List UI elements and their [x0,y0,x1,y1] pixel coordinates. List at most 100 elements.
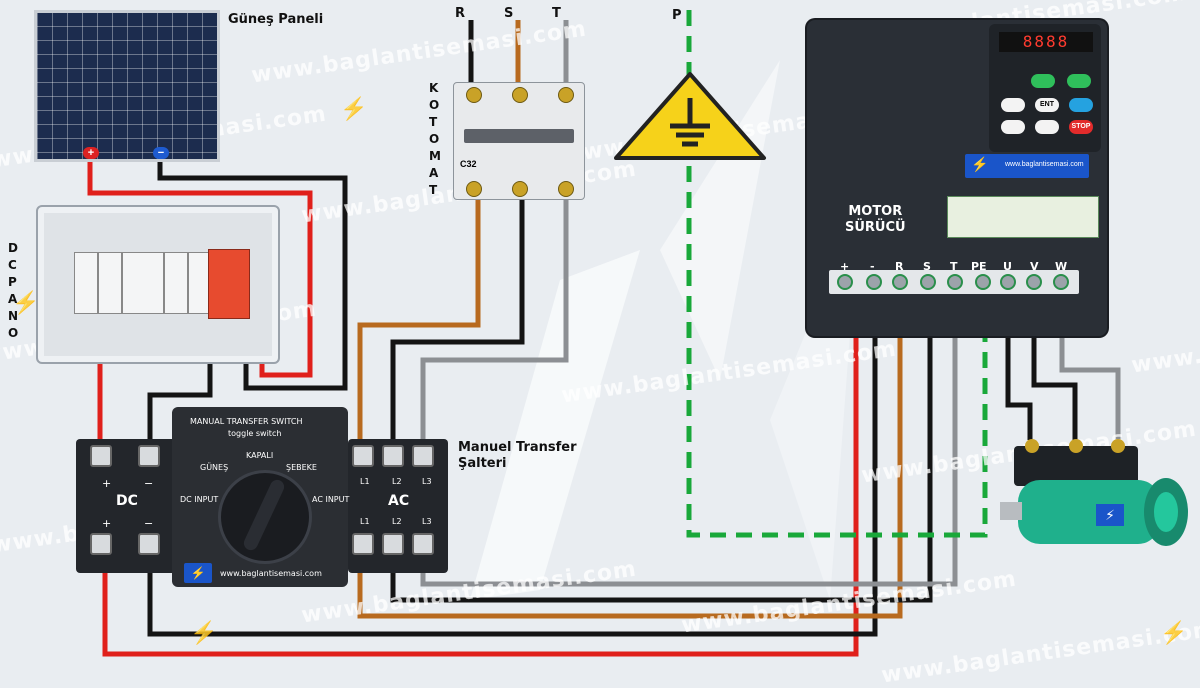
ac-input-label: AC INPUT [312,495,350,504]
motor-driver: 8888 ENT STOP ⚡ www.baglantisemasi.com M… [807,20,1107,336]
wire-ac-l1-out [357,290,903,619]
dc-fuse [74,252,98,314]
surge-protector [208,249,250,319]
wire-ac-l1-in [357,196,481,452]
terminal-screw [90,445,112,467]
terminal-screw [975,274,991,290]
motor-driver-label-line1: MOTOR [848,204,903,219]
dc-distribution-box [36,205,280,364]
breaker-screw [558,181,574,197]
bolt-icon: ⚡ [971,156,989,172]
bolt-icon: ⚡ [1160,620,1188,645]
background-shape [470,250,640,600]
transfer-switch-label: Manuel Transfer Şalteri [458,440,577,472]
ac-in-l1: L1 [360,477,370,486]
mode-button[interactable] [1069,98,1093,112]
otomat-label: K OTOMAT [429,81,441,197]
wire-motor-u [1005,290,1033,440]
up-button[interactable] [1001,98,1025,112]
terminal-screw [1053,274,1069,290]
terminal-label-r: R [895,260,904,273]
terminal-screw [920,274,936,290]
terminal-screw [947,274,963,290]
wire-ac-l2-out [390,290,933,603]
wire-solar-positive [87,158,313,378]
terminal-label-minus: - [870,260,875,273]
driver-badge-url: www.baglantisemasi.com [1005,161,1084,168]
driver-display: 8888 [999,32,1093,52]
ac-in-l3: L3 [422,477,432,486]
solar-panel: + − [34,10,220,162]
dc-fuse [164,252,188,314]
down-button[interactable] [1001,120,1025,134]
terminal-label-v: V [1030,260,1039,273]
dc-in-minus: − [144,477,154,490]
bolt-icon: ⚡ [340,96,368,121]
terminal-screw [90,533,112,555]
wire-dc-negative-out [147,290,878,637]
ac-out-l3: L3 [422,517,432,526]
dc-out-minus: − [144,517,154,530]
wire-earth [686,10,988,538]
breaker-screw [512,181,528,197]
terminal-label-plus: + [840,260,850,273]
ac-in-l2: L2 [392,477,402,486]
phase-s-label: S [504,6,514,21]
terminal-screw [352,533,374,555]
transfer-switch-label-line1: Manuel Transfer [458,440,577,455]
dc-breaker [122,252,164,314]
mts-title: MANUAL TRANSFER SWITCH [190,417,303,426]
position-sebeke: ŞEBEKE [286,463,317,472]
ac-out-l2: L2 [392,517,402,526]
terminal-screw [837,274,853,290]
svg-text:⚡: ⚡ [1105,508,1115,524]
ac-label: AC [388,493,410,509]
shift-button[interactable] [1035,120,1059,134]
terminal-screw [1026,274,1042,290]
terminal-label-t: T [950,260,958,273]
mts-badge: ⚡ [184,563,212,583]
driver-keypad-panel: 8888 ENT STOP [989,24,1101,152]
manual-transfer-switch: MANUAL TRANSFER SWITCH toggle switch GÜN… [76,405,448,587]
ac-out-l1: L1 [360,517,370,526]
terminal-screw [382,445,404,467]
terminal-screw [138,533,160,555]
ent-button[interactable]: ENT [1035,98,1059,112]
dc-input-label: DC INPUT [180,495,219,504]
phase-r-label: R [455,6,466,21]
wire-dc-negative-in [147,360,213,452]
phase-t-label: T [552,6,561,21]
breaker-screw [558,87,574,103]
breaker-toggle[interactable] [464,129,574,143]
dc-fuse [98,252,122,314]
motor-driver-label: MOTOR SÜRÜCÜ [845,204,906,236]
fwd-button[interactable] [1067,74,1091,88]
solar-positive-terminal: + [83,147,99,159]
selector-knob[interactable] [218,470,312,564]
wire-ac-l3-in [420,196,569,452]
position-kapali: KAPALI [246,451,274,460]
mts-url: www.baglantisemasi.com [220,569,322,578]
bolt-icon: ⚡ [12,290,40,315]
terminal-screw [412,533,434,555]
selector-knob-handle[interactable] [241,477,287,553]
run-button[interactable] [1031,74,1055,88]
circuit-breaker: C32 [453,82,585,200]
solar-panel-label: Güneş Paneli [228,12,324,27]
motor-driver-label-line2: SÜRÜCÜ [845,220,906,235]
breaker-model: C32 [460,159,477,169]
stop-button[interactable]: STOP [1069,120,1093,134]
terminal-screw [352,445,374,467]
terminal-screw [382,533,404,555]
breaker-screw [512,87,528,103]
earth-warning-sign [614,72,766,160]
dc-out-plus: + [102,517,112,530]
terminal-screw [412,445,434,467]
driver-brand-badge: ⚡ www.baglantisemasi.com [965,154,1089,178]
wire-dc-positive-out [102,290,859,657]
terminal-label-w: W [1055,260,1068,273]
bolt-icon: ⚡ [190,620,218,645]
breaker-screw [466,181,482,197]
electric-motor: ⚡ [1000,439,1188,546]
terminal-screw [892,274,908,290]
